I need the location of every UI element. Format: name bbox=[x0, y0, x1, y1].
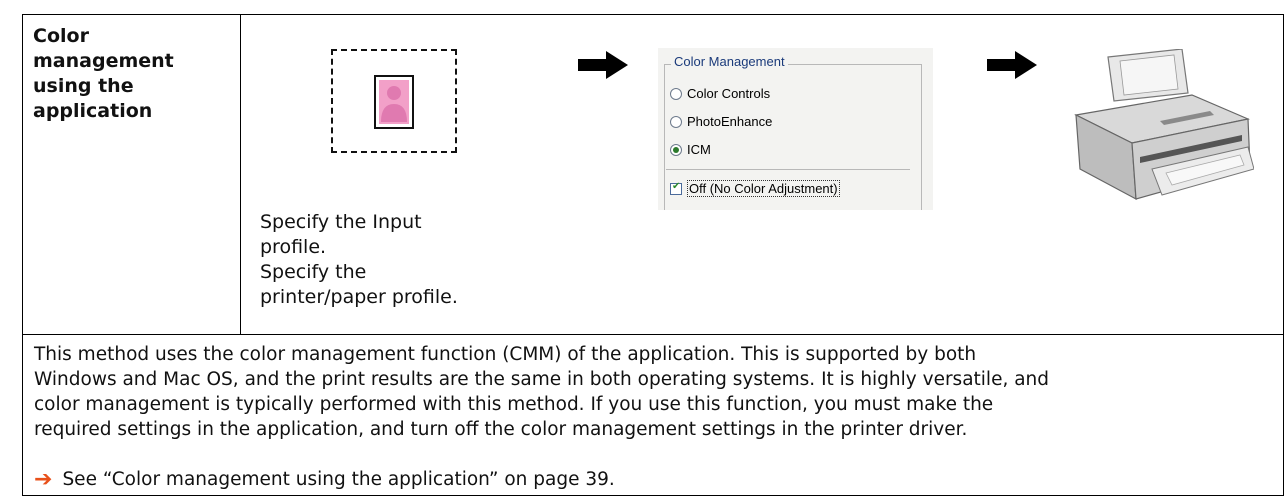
arrow-right-icon bbox=[578, 51, 628, 79]
radio-color-controls[interactable]: Color Controls bbox=[670, 86, 770, 101]
method-description: This method uses the color management fu… bbox=[34, 342, 1274, 442]
instruction-line: printer/paper profile. bbox=[260, 286, 458, 308]
description-line: color management is typically performed … bbox=[34, 394, 994, 415]
description-line: This method uses the color management fu… bbox=[34, 344, 977, 365]
instruction-line: Specify the Input bbox=[260, 211, 422, 233]
option-label: Color Controls bbox=[687, 86, 771, 101]
radio-photoenhance[interactable]: PhotoEnhance bbox=[670, 114, 772, 129]
description-line: required settings in the application, an… bbox=[34, 419, 968, 440]
input-image-frame bbox=[331, 49, 457, 153]
description-line: Windows and Mac OS, and the print result… bbox=[34, 369, 1050, 390]
color-management-dialog: Color Management Color Controls PhotoEnh… bbox=[658, 48, 933, 210]
option-label: PhotoEnhance bbox=[687, 114, 773, 129]
instruction-line: profile. bbox=[260, 236, 327, 258]
printer-icon bbox=[1074, 49, 1254, 201]
radio-icm[interactable]: ICM bbox=[670, 142, 711, 157]
checkbox-off-no-color-adjustment[interactable]: Off (No Color Adjustment) bbox=[670, 180, 840, 197]
option-label: ICM bbox=[687, 142, 711, 157]
photo-person-icon bbox=[374, 75, 414, 129]
arrow-right-icon: ➔ bbox=[34, 467, 53, 492]
group-label: Color Management bbox=[671, 54, 788, 69]
group-separator bbox=[666, 169, 910, 170]
checkbox-checked-icon bbox=[670, 181, 682, 195]
instruction-line: Specify the bbox=[260, 261, 367, 283]
instructions: Specify the Input profile. Specify the p… bbox=[260, 210, 560, 310]
column-divider bbox=[240, 15, 241, 334]
heading-line: Color bbox=[33, 25, 89, 47]
info-table: Color management using the application C… bbox=[22, 14, 1284, 496]
heading-line: management bbox=[33, 50, 174, 72]
color-management-group bbox=[664, 64, 922, 210]
page-reference-link[interactable]: ➔ See “Color management using the applic… bbox=[34, 467, 615, 492]
checkbox-label: Off (No Color Adjustment) bbox=[687, 180, 840, 197]
radio-icon bbox=[670, 115, 682, 128]
heading-line: using the bbox=[33, 75, 134, 97]
radio-icon bbox=[670, 87, 682, 100]
arrow-right-icon bbox=[987, 51, 1037, 79]
reference-text: See “Color management using the applicat… bbox=[62, 469, 615, 490]
row-heading: Color management using the application bbox=[33, 24, 223, 124]
heading-line: application bbox=[33, 100, 153, 122]
radio-selected-icon bbox=[670, 143, 682, 156]
row-divider bbox=[23, 334, 1283, 335]
